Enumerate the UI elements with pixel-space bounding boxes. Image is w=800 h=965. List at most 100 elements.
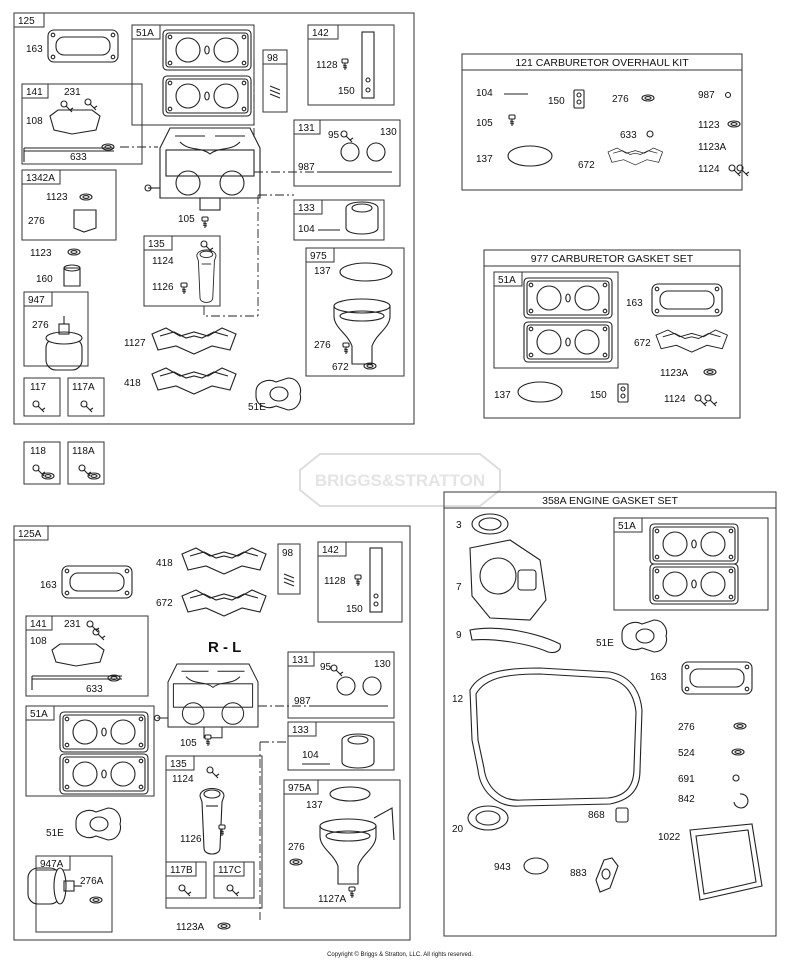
svg-text:1123A: 1123A [698, 142, 727, 153]
loose-parts: 118 118A [23, 441, 105, 485]
svg-text:3: 3 [456, 520, 462, 531]
svg-text:1022: 1022 [658, 832, 681, 843]
svg-text:142: 142 [312, 28, 329, 39]
svg-text:150: 150 [548, 96, 565, 107]
svg-text:51A: 51A [30, 709, 48, 720]
svg-text:868: 868 [588, 810, 605, 821]
svg-text:51A: 51A [136, 28, 154, 39]
svg-text:160: 160 [36, 274, 53, 285]
svg-text:105: 105 [180, 738, 197, 749]
svg-text:137: 137 [314, 266, 331, 277]
svg-text:133: 133 [298, 203, 315, 214]
svg-text:133: 133 [292, 725, 309, 736]
svg-text:276: 276 [28, 216, 45, 227]
svg-text:118A: 118A [72, 446, 95, 457]
svg-text:418: 418 [156, 558, 173, 569]
assembly-125: 125 163 51A 98 142 1128 150 141 231 108 [13, 12, 415, 425]
svg-text:987: 987 [698, 90, 715, 101]
copyright-text: Copyright © Briggs & Stratton, LLC. All … [327, 951, 473, 958]
svg-text:163: 163 [650, 672, 667, 683]
svg-text:108: 108 [30, 636, 47, 647]
svg-text:117C: 117C [218, 865, 241, 876]
svg-text:105: 105 [178, 214, 195, 225]
svg-text:141: 141 [30, 619, 47, 630]
svg-text:987: 987 [298, 162, 315, 173]
svg-text:524: 524 [678, 748, 695, 759]
svg-text:163: 163 [626, 298, 643, 309]
svg-text:672: 672 [578, 160, 595, 171]
svg-text:150: 150 [338, 86, 355, 97]
kit-121: 121 CARBURETOR OVERHAUL KIT 104 105 137 … [461, 53, 750, 191]
svg-text:1123A: 1123A [176, 922, 205, 933]
svg-text:98: 98 [267, 53, 279, 64]
svg-text:1124: 1124 [172, 774, 194, 785]
svg-text:1126: 1126 [152, 282, 174, 293]
tag-125: 125 [18, 16, 35, 27]
svg-text:672: 672 [156, 598, 173, 609]
svg-text:975: 975 [310, 251, 327, 262]
svg-text:135: 135 [170, 759, 187, 770]
svg-text:51E: 51E [248, 402, 266, 413]
svg-text:131: 131 [298, 123, 315, 134]
svg-text:163: 163 [40, 580, 57, 591]
svg-text:51A: 51A [618, 521, 636, 532]
svg-text:51A: 51A [498, 275, 516, 286]
svg-text:117A: 117A [72, 382, 95, 393]
set-358a: 358A ENGINE GASKET SET 3 51A 7 9 51E 163… [443, 491, 777, 937]
svg-text:104: 104 [302, 750, 319, 761]
svg-text:117: 117 [30, 382, 46, 393]
svg-text:947: 947 [28, 295, 45, 306]
svg-text:633: 633 [70, 152, 87, 163]
svg-text:633: 633 [86, 684, 103, 695]
svg-text:141: 141 [26, 87, 43, 98]
svg-text:987: 987 [294, 696, 311, 707]
svg-text:20: 20 [452, 824, 464, 835]
svg-text:975A: 975A [288, 783, 312, 794]
svg-text:1128: 1128 [316, 60, 338, 71]
svg-text:842: 842 [678, 794, 695, 805]
kit-121-title: 121 CARBURETOR OVERHAUL KIT [515, 57, 689, 69]
svg-text:691: 691 [678, 774, 695, 785]
svg-text:130: 130 [374, 659, 391, 670]
svg-text:98: 98 [282, 548, 294, 559]
svg-text:1126: 1126 [180, 834, 202, 845]
svg-text:276: 276 [288, 842, 305, 853]
watermark-text: BRIGGS&STRATTON [315, 471, 485, 490]
svg-text:943: 943 [494, 862, 511, 873]
svg-text:633: 633 [620, 130, 637, 141]
svg-text:150: 150 [590, 390, 607, 401]
svg-text:1123: 1123 [46, 192, 68, 203]
svg-text:883: 883 [570, 868, 587, 879]
svg-text:1123: 1123 [30, 248, 52, 259]
svg-text:1123: 1123 [698, 120, 720, 131]
svg-text:51E: 51E [596, 638, 614, 649]
svg-text:104: 104 [298, 224, 315, 235]
svg-text:130: 130 [380, 127, 397, 138]
svg-text:95: 95 [328, 130, 340, 141]
svg-text:131: 131 [292, 655, 309, 666]
svg-text:104: 104 [476, 88, 493, 99]
svg-text:231: 231 [64, 87, 81, 98]
svg-text:117B: 117B [170, 865, 193, 876]
assembly-125a: 125A 418 98 142 163 1128 672 150 141 231… [13, 525, 411, 941]
set-977-title: 977 CARBURETOR GASKET SET [531, 253, 694, 265]
svg-text:51E: 51E [46, 828, 64, 839]
svg-text:95: 95 [320, 662, 332, 673]
svg-text:947A: 947A [40, 859, 64, 870]
svg-text:R - L: R - L [208, 639, 241, 656]
tag-125a: 125A [18, 529, 42, 540]
svg-text:1127: 1127 [124, 338, 146, 349]
svg-text:142: 142 [322, 545, 339, 556]
svg-text:1124: 1124 [152, 256, 174, 267]
set-977: 977 CARBURETOR GASKET SET 51A 163 672 11… [483, 249, 741, 419]
svg-text:672: 672 [634, 338, 651, 349]
svg-text:137: 137 [306, 800, 323, 811]
watermark-logo: BRIGGS&STRATTON [299, 453, 501, 507]
svg-text:163: 163 [26, 44, 43, 55]
svg-text:12: 12 [452, 694, 464, 705]
svg-text:672: 672 [332, 362, 349, 373]
svg-text:137: 137 [494, 390, 511, 401]
svg-text:231: 231 [64, 619, 81, 630]
svg-text:1128: 1128 [324, 576, 346, 587]
